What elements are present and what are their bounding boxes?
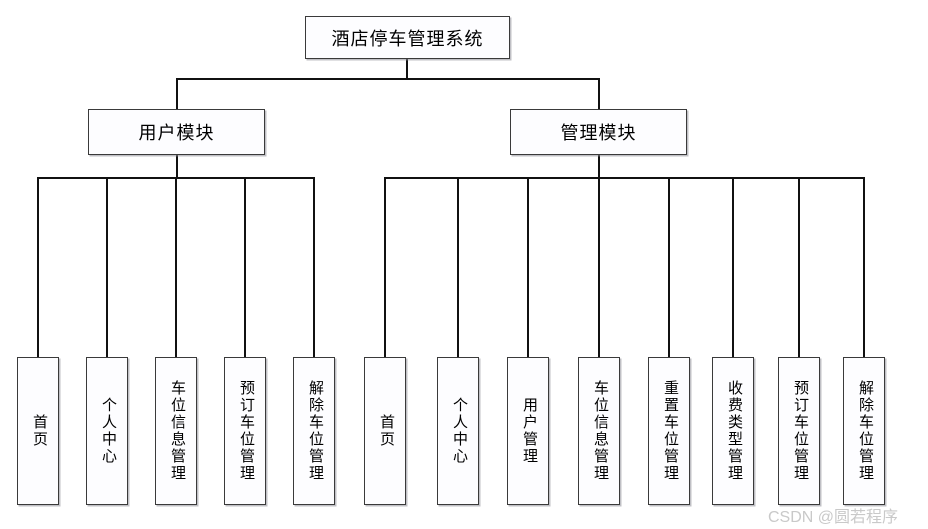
leaf-node-label: 解除车位管理 [306, 380, 323, 482]
root-node: 酒店停车管理系统 [305, 16, 510, 59]
connector-leaf-drop [668, 177, 670, 357]
connector-leaf-drop [527, 177, 529, 357]
user-module-leaf-node: 预订车位管理 [224, 357, 266, 505]
connector-leaf-drop [457, 177, 459, 357]
connector-user-drop [176, 78, 178, 109]
connector-leaf-drop [313, 177, 315, 357]
connector-leaf-drop [798, 177, 800, 357]
watermark: CSDN @圆若程序 [768, 509, 899, 526]
connector-leaf-drop [244, 177, 246, 357]
connector-leaf-drop [863, 177, 865, 357]
user-module-leaf-node: 个人中心 [86, 357, 128, 505]
module-node-admin: 管理模块 [510, 109, 687, 155]
connector-leaf-drop [106, 177, 108, 357]
admin-module-leaf-node: 个人中心 [437, 357, 479, 505]
admin-module-leaf-node: 首页 [364, 357, 406, 505]
admin-module-leaf-node: 车位信息管理 [578, 357, 620, 505]
leaf-node-label: 个人中心 [450, 397, 467, 465]
admin-module-leaf-node: 收费类型管理 [712, 357, 754, 505]
connector-admin-stem [598, 155, 600, 177]
connector-leaf-drop [175, 177, 177, 357]
connector-admin-drop [598, 78, 600, 109]
leaf-node-label: 首页 [30, 414, 47, 448]
user-module-leaf-node: 解除车位管理 [293, 357, 335, 505]
user-module-leaf-node: 车位信息管理 [155, 357, 197, 505]
connector-root-stem [406, 59, 408, 78]
connector-user-stem [176, 155, 178, 177]
connector-admin-bar [385, 177, 864, 179]
admin-module-leaf-node: 重置车位管理 [648, 357, 690, 505]
module-node-label: 管理模块 [560, 123, 637, 143]
leaf-node-label: 用户管理 [520, 397, 537, 465]
admin-module-leaf-node: 预订车位管理 [778, 357, 820, 505]
root-node-label: 酒店停车管理系统 [331, 28, 484, 49]
leaf-node-label: 车位信息管理 [591, 380, 608, 482]
connector-leaf-drop [598, 177, 600, 357]
module-node-label: 用户模块 [138, 123, 215, 143]
leaf-node-label: 解除车位管理 [856, 380, 873, 482]
leaf-node-label: 预订车位管理 [237, 380, 254, 482]
connector-top-bar [176, 78, 598, 80]
connector-leaf-drop [732, 177, 734, 357]
leaf-node-label: 预订车位管理 [791, 380, 808, 482]
admin-module-leaf-node: 用户管理 [507, 357, 549, 505]
leaf-node-label: 收费类型管理 [725, 380, 742, 482]
leaf-node-label: 车位信息管理 [168, 380, 185, 482]
leaf-node-label: 首页 [377, 414, 394, 448]
leaf-node-label: 重置车位管理 [661, 380, 678, 482]
connector-leaf-drop [384, 177, 386, 357]
admin-module-leaf-node: 解除车位管理 [843, 357, 885, 505]
user-module-leaf-node: 首页 [17, 357, 59, 505]
module-node-user: 用户模块 [88, 109, 265, 155]
leaf-node-label: 个人中心 [99, 397, 116, 465]
connector-leaf-drop [37, 177, 39, 357]
